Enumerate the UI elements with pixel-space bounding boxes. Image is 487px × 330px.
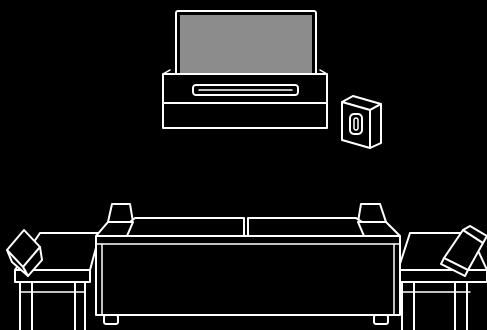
soundbar-icon: [193, 85, 298, 95]
sofa-icon: [96, 204, 400, 324]
tv-screen: [180, 15, 312, 79]
tv-stand-icon: [163, 70, 327, 128]
subwoofer-icon: [342, 96, 381, 148]
